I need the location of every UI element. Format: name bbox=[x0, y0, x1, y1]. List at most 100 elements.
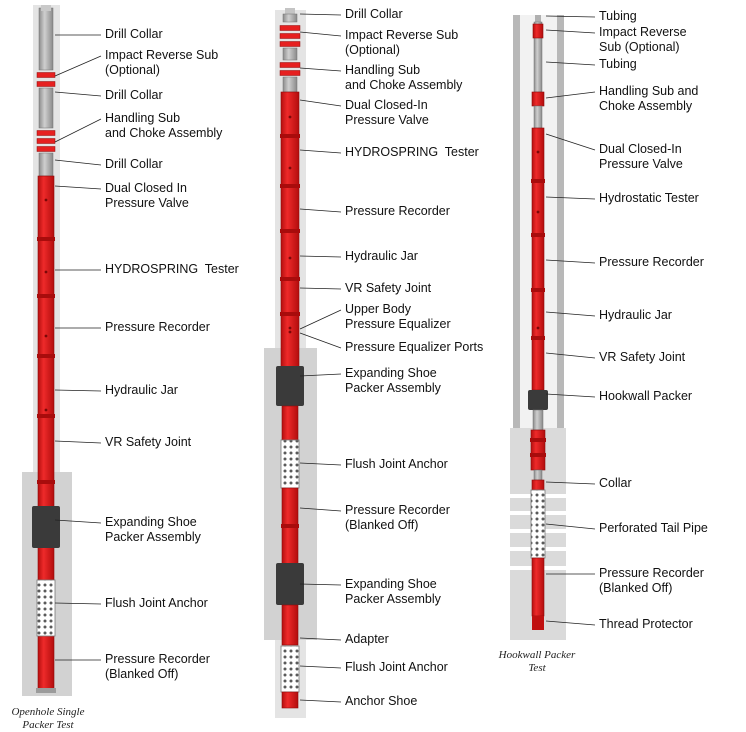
leader-line bbox=[299, 255, 342, 258]
port-dot bbox=[44, 334, 48, 338]
leader-line bbox=[54, 91, 102, 97]
tool-joint bbox=[37, 354, 55, 358]
tool-collar-ring bbox=[279, 70, 301, 76]
component-label: Hydraulic Jar bbox=[105, 383, 178, 397]
component-label: Hydrostatic Tester bbox=[599, 191, 699, 205]
component-label: Expanding Shoe Packer Assembly bbox=[105, 515, 201, 544]
leader-line bbox=[299, 332, 342, 349]
component-label: Anchor Shoe bbox=[345, 694, 418, 708]
component-label: Expanding Shoe Packer Assembly bbox=[345, 577, 441, 606]
leader-line bbox=[299, 699, 342, 703]
leader-line bbox=[545, 61, 596, 66]
leader-line bbox=[545, 196, 596, 200]
tool-collar-ring bbox=[279, 41, 301, 47]
tool-joint bbox=[37, 480, 55, 484]
leader-line bbox=[545, 481, 596, 485]
component-label: Impact Reverse Sub (Optional) bbox=[105, 48, 219, 77]
tool-joint bbox=[530, 438, 546, 442]
component-label: Impact Reverse Sub (Optional) bbox=[599, 25, 687, 54]
component-label: Pressure Equalizer Ports bbox=[345, 340, 484, 354]
drill-collar-pipe bbox=[282, 76, 298, 93]
leader-line bbox=[299, 665, 342, 669]
port-dot bbox=[288, 166, 292, 170]
drill-collar-pipe bbox=[38, 7, 54, 71]
component-label: Drill Collar bbox=[105, 27, 163, 41]
tool-joint bbox=[37, 237, 55, 241]
component-label: Pressure Recorder bbox=[599, 255, 704, 269]
component-label: HYDROSPRING Tester bbox=[345, 145, 479, 159]
port-dot bbox=[44, 408, 48, 412]
component-label: VR Safety Joint bbox=[599, 350, 686, 364]
drill-collar-pipe bbox=[533, 105, 543, 129]
port-dot bbox=[44, 198, 48, 202]
tool-joint bbox=[531, 179, 545, 183]
component-label: Pressure Recorder (Blanked Off) bbox=[345, 503, 450, 532]
tool-joint bbox=[280, 184, 300, 188]
leader-line bbox=[54, 602, 102, 605]
tool-joint bbox=[280, 277, 300, 281]
perforated-anchor bbox=[280, 645, 300, 693]
tool-joint bbox=[280, 312, 300, 316]
casing-wall-left bbox=[513, 15, 520, 640]
component-label: Handling Sub and Choke Assembly bbox=[599, 84, 699, 113]
component-label: Pressure Recorder (Blanked Off) bbox=[105, 652, 210, 681]
component-label: Drill Collar bbox=[345, 7, 403, 21]
tool-string-body bbox=[531, 127, 545, 391]
leader-line bbox=[545, 133, 596, 151]
tool-collar-ring bbox=[279, 33, 301, 39]
tool-joint bbox=[531, 336, 545, 340]
drill-collar-pipe bbox=[282, 47, 298, 61]
component-label: Drill Collar bbox=[105, 88, 163, 102]
port-dot bbox=[44, 270, 48, 274]
tool-collar-ring bbox=[36, 146, 56, 152]
leader-line bbox=[545, 352, 596, 359]
port-dot bbox=[536, 210, 540, 214]
component-label: Handling Sub and Choke Assembly bbox=[105, 111, 223, 140]
leader-line bbox=[299, 309, 342, 330]
drill-collar-pipe bbox=[533, 469, 543, 481]
leader-line bbox=[299, 507, 342, 512]
port-dot bbox=[536, 150, 540, 154]
leader-line bbox=[299, 208, 342, 213]
component-label: Hydraulic Jar bbox=[345, 249, 418, 263]
component-label: Handling Sub and Choke Assembly bbox=[345, 63, 463, 92]
tool-collar-ring bbox=[36, 72, 56, 78]
leader-line bbox=[54, 55, 102, 77]
component-label: Dual Closed In Pressure Valve bbox=[105, 181, 189, 210]
component-label: Adapter bbox=[345, 632, 389, 646]
component-label: Flush Joint Anchor bbox=[105, 596, 208, 610]
perforated-anchor bbox=[280, 439, 300, 489]
leader-line bbox=[54, 389, 102, 392]
diagram-caption: Openhole Single Packer Test bbox=[11, 706, 85, 731]
tool-joint bbox=[37, 414, 55, 418]
component-label: Perforated Tail Pipe bbox=[599, 521, 708, 535]
packer-element bbox=[276, 366, 304, 406]
leader-line bbox=[299, 31, 342, 37]
tool-joint bbox=[530, 453, 546, 457]
component-label: Impact Reverse Sub (Optional) bbox=[345, 28, 459, 57]
port-dot bbox=[536, 326, 540, 330]
tool-section bbox=[281, 405, 299, 441]
tool-joint bbox=[280, 134, 300, 138]
tool-joint bbox=[280, 229, 300, 233]
pipe-top-cap bbox=[285, 8, 295, 16]
component-label: Dual Closed-In Pressure Valve bbox=[345, 98, 429, 127]
component-label: Drill Collar bbox=[105, 157, 163, 171]
component-label: HYDROSPRING Tester bbox=[105, 262, 239, 276]
component-label: Pressure Recorder bbox=[105, 320, 210, 334]
tool-collar-ring bbox=[36, 138, 56, 144]
handling-sub bbox=[531, 91, 545, 107]
hookwall-slips bbox=[530, 429, 546, 471]
leader-line bbox=[54, 185, 102, 190]
packer-element bbox=[276, 563, 304, 605]
thread-protector bbox=[532, 616, 544, 630]
component-label: Tubing bbox=[599, 9, 637, 23]
component-label: VR Safety Joint bbox=[345, 281, 432, 295]
leader-line bbox=[545, 393, 596, 398]
casing-wall-right bbox=[557, 15, 564, 640]
port-dot bbox=[288, 330, 292, 334]
tool-collar-ring bbox=[279, 25, 301, 31]
leader-line bbox=[545, 91, 596, 99]
drill-collar-pipe bbox=[282, 13, 298, 23]
port-dot bbox=[288, 115, 292, 119]
